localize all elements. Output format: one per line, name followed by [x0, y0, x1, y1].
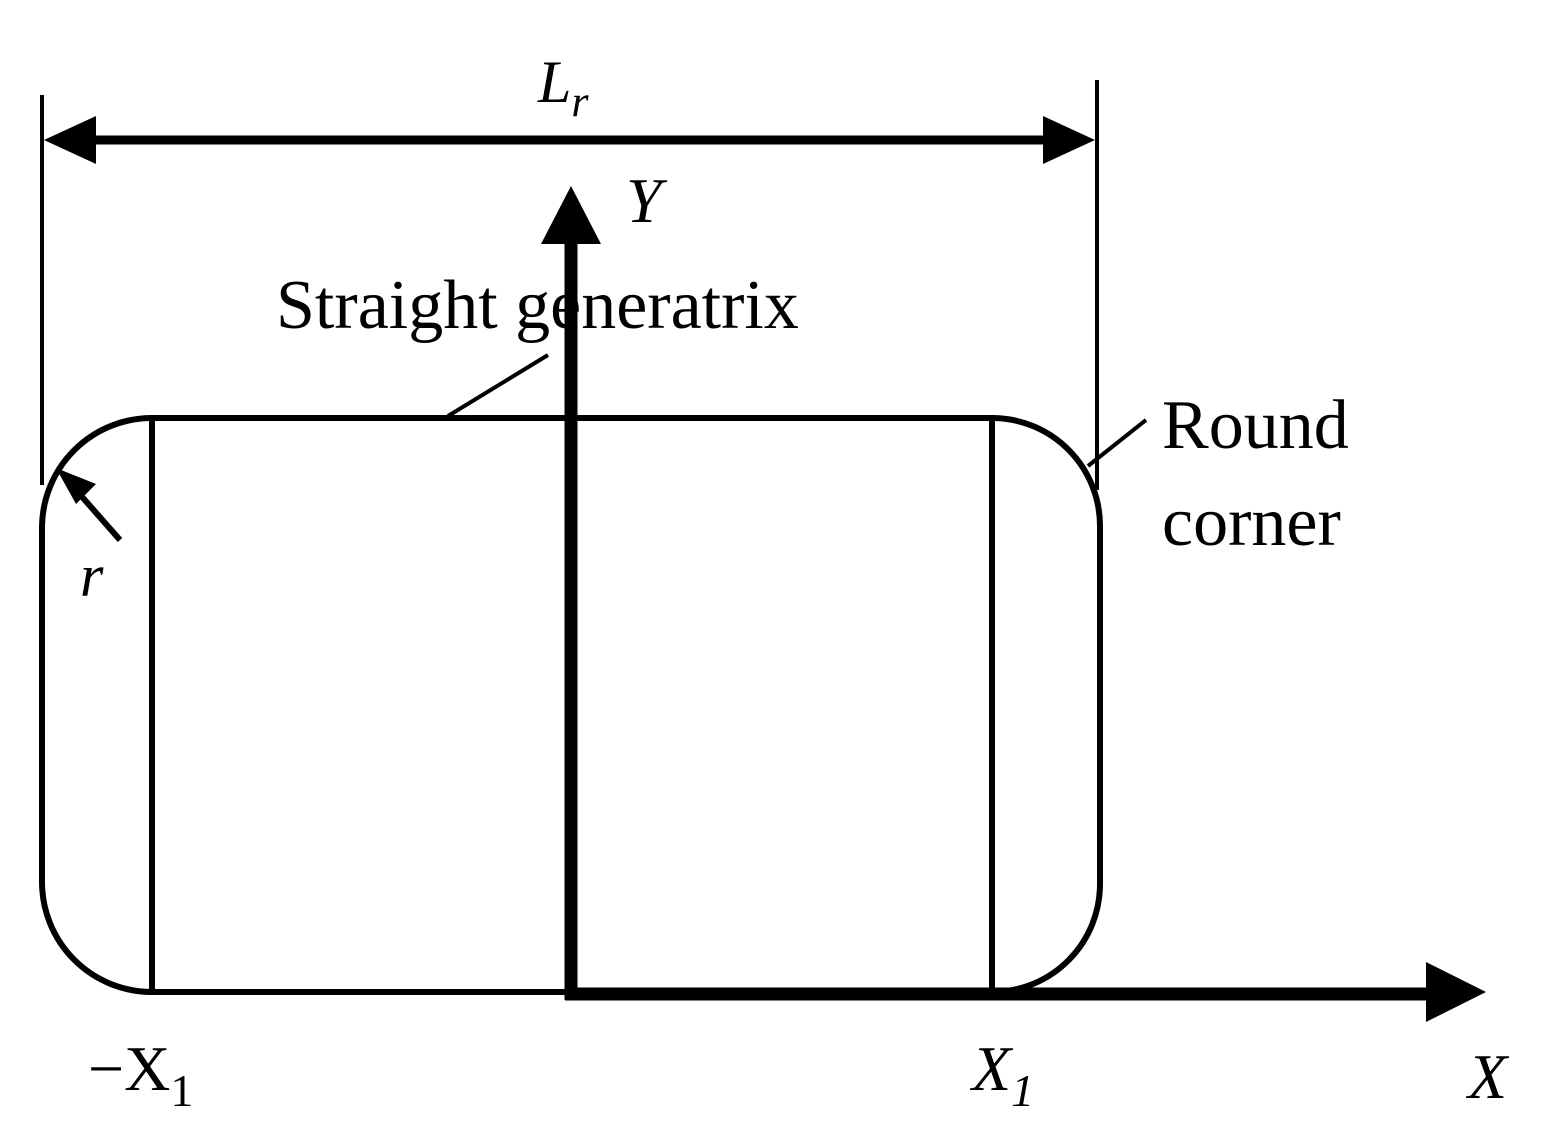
dimension-arrow — [44, 116, 1095, 164]
straight-generatrix-leader — [446, 353, 550, 418]
y-axis — [541, 186, 601, 1000]
radius-arrow — [56, 468, 123, 542]
tick-label-neg-x1: −X1 — [88, 1033, 193, 1116]
round-corner-leader — [1086, 418, 1148, 468]
straight-generatrix-label: Straight generatrix — [276, 267, 799, 344]
dimension-label: Lr — [537, 49, 589, 126]
radius-label: r — [80, 543, 104, 609]
x-axis — [565, 962, 1486, 1022]
y-axis-label: Y — [626, 165, 668, 236]
round-corner-label-line2: corner — [1162, 484, 1341, 561]
tick-label-x1: X1 — [969, 1033, 1034, 1116]
round-corner-label-line1: Round — [1162, 387, 1349, 464]
x-axis-label: X — [1465, 1041, 1510, 1112]
